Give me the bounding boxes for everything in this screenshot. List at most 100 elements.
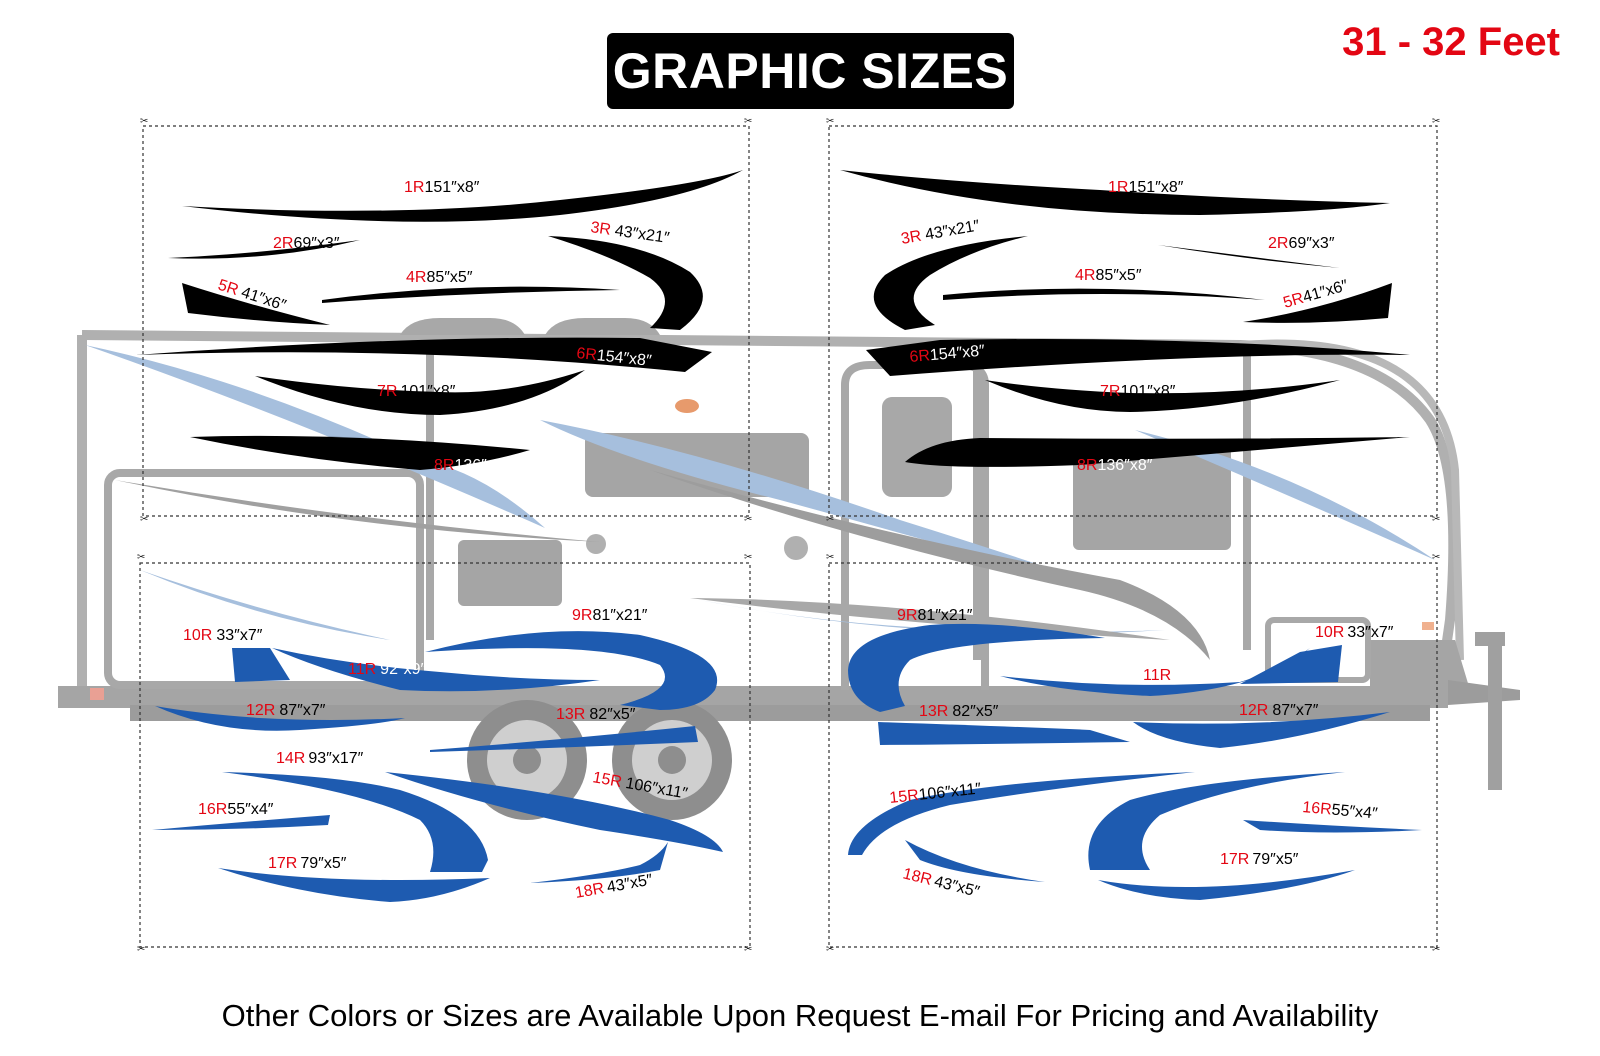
page-title: GRAPHIC SIZES [612,43,1009,99]
label-1r: 1R151″x8″ [1108,179,1184,196]
scissors-icon: ✂ [826,552,834,563]
decal-18r-right [905,840,1045,882]
scissors-icon: ✂ [744,944,752,955]
black-decals-right [840,170,1410,467]
label-9r: 9R81″x21″ [897,607,973,624]
decal-17r-left [218,868,490,902]
decal-5r-right [1243,283,1392,323]
label-2r: 2R69″x3″ [273,235,340,252]
scissors-icon: ✂ [826,116,834,127]
decal-16r-left [152,815,330,830]
decal-10r-left [232,648,290,682]
label-4r: 4R85″x5″ [406,269,473,286]
decal-1r-right [840,170,1390,215]
decal-13r-left [430,726,698,752]
panel-bottom-right [828,562,1438,948]
panel-bottom-left [139,562,751,948]
label-9r: 9R81″x21″ [572,607,648,624]
decal-7r-right [985,380,1340,412]
decal-9r-left [425,631,718,710]
label-16r: 16R55″x4″ [198,801,274,818]
scissors-icon: ✂ [140,514,148,525]
label-15r: 15R106″x11″ [889,780,983,807]
scissors-icon: ✂ [744,514,752,525]
decal-6r-left [136,337,712,372]
black-decals-left [136,170,743,470]
travel-trailer-illustration [58,318,1520,820]
decal-3r-left [548,236,703,330]
label-16r: 16R55″x4″ [1302,799,1379,823]
panel-top-left [142,125,750,517]
label-6r: 6R154″x8″ [909,342,986,366]
scissors-icon: ✂ [137,944,145,955]
blue-decals-right [848,623,1422,900]
footer-note: Other Colors or Sizes are Available Upon… [221,998,1379,1033]
decal-12r-right [1133,712,1390,748]
scissors-icon: ✂ [1432,944,1440,955]
decal-4r-left [322,286,620,303]
decal-14r-left [222,772,488,872]
decal-11r-left [272,648,600,692]
decal-1r-left [182,170,743,222]
decal-4r-right [943,288,1265,300]
title-banner: GRAPHIC SIZES [607,33,1014,109]
label-8r: 8R136″x8″ [434,457,510,474]
decal-5r-left [182,283,330,325]
size-range-label: 31 - 32 Feet [1342,20,1560,64]
decal-17r-right [1098,870,1355,900]
label-2r: 2R69″x3″ [1268,235,1335,252]
label-4r: 4R85″x5″ [1075,267,1142,284]
decal-6r-right [866,339,1410,376]
decal-12r-left [155,706,405,731]
scissors-icon: ✂ [744,552,752,563]
labels-top-left: 1R151″x8″ 2R69″x3″ 3R43″x21″ 4R85″x5″ 5R… [216,179,671,474]
decal-15r-left [385,772,723,852]
label-6r: 6R154″x8″ [576,345,653,370]
decal-16r-right [1243,820,1422,833]
scissors-icon: ✂ [826,944,834,955]
decal-9r-right [848,623,1105,712]
scissors-icon: ✂ [137,552,145,563]
decal-7r-left [255,370,585,415]
label-3r: 3R43″x21″ [900,217,981,248]
decal-8r-right [905,437,1410,467]
scissors-icon: ✂ [744,116,752,127]
decal-15r-right [848,772,1195,855]
cut-panels: ✂ ✂ ✂ ✂ ✂ ✂ ✂ ✂ ✂ ✂ ✂ ✂ ✂ ✂ ✂ ✂ [137,116,1440,955]
decal-10r-right [1240,645,1342,684]
scissors-icon: ✂ [140,116,148,127]
label-8r: 8R136″x8″ [1077,457,1153,474]
label-1r: 1R151″x8″ [404,179,480,196]
scissors-icon: ✂ [1432,514,1440,525]
decal-18r-left [530,842,668,883]
blue-decals-left [152,631,723,902]
scissors-icon: ✂ [1432,116,1440,127]
scissors-icon: ✂ [1432,552,1440,563]
label-7r: 7R101″x8″ [1100,383,1176,400]
decal-2r-left [168,240,360,259]
decal-8r-left [190,435,530,470]
labels-top-right: 1R151″x8″ 3R43″x21″ 2R69″x3″ 4R85″x5″ 5R… [900,179,1351,474]
decal-11r-right [1000,648,1310,696]
scissors-icon: ✂ [826,514,834,525]
decal-3r-right [873,236,1028,330]
decal-14r-right-large [1088,772,1345,870]
panel-top-right [828,125,1438,517]
decal-13r-right [878,722,1130,745]
